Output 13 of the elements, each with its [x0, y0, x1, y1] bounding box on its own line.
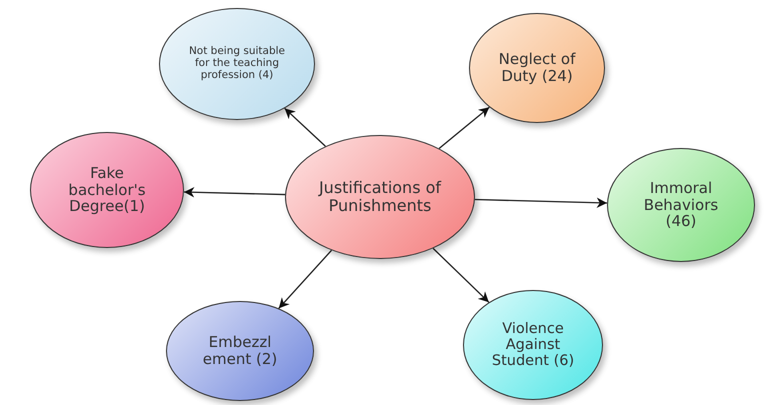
- node-label: Immoral Behaviors (46): [642, 180, 720, 230]
- arrow: [474, 198, 608, 208]
- node-label: Fake bachelor's Degree(1): [67, 164, 147, 216]
- node-label: Embezzl ement (2): [202, 334, 278, 368]
- node-label: Neglect of Duty (24): [498, 51, 577, 85]
- arrow: [438, 106, 490, 149]
- node-label: Justifications of Punishments: [317, 179, 442, 215]
- arrow: [284, 108, 326, 147]
- arrow: [432, 248, 490, 303]
- node-label: Not being suitable for the teaching profession (4): [188, 46, 286, 82]
- node-label: Violence Against Student (6): [490, 320, 576, 370]
- arrow: [184, 187, 286, 198]
- arrow: [278, 250, 332, 309]
